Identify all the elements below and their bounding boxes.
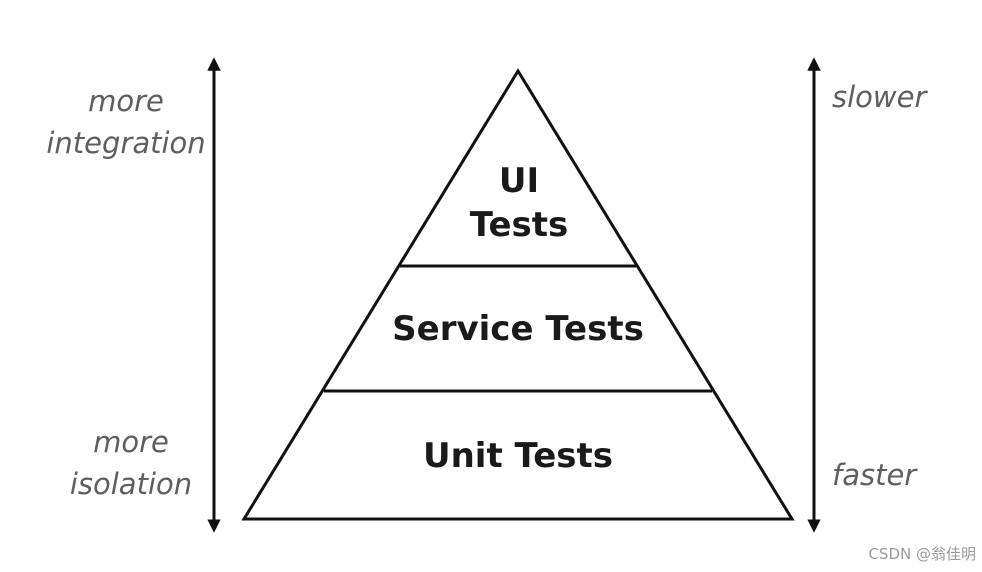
more-integration-label-line2: integration: [46, 126, 205, 160]
more-isolation-label-line1: more: [93, 425, 169, 459]
csdn-watermark: CSDN @翁佳明: [868, 545, 976, 563]
service-tests-label: Service Tests: [392, 309, 644, 349]
ui-tests-label-line2: Tests: [470, 205, 568, 245]
unit-tests-label: Unit Tests: [423, 436, 613, 476]
faster-label: faster: [832, 458, 918, 492]
pyramid-outline: [241, 68, 795, 521]
more-integration-label-line1: more: [88, 84, 164, 118]
slower-label: slower: [832, 80, 928, 114]
ui-tests-label-line1: UI: [499, 161, 539, 201]
more-isolation-label-line2: isolation: [70, 467, 192, 501]
